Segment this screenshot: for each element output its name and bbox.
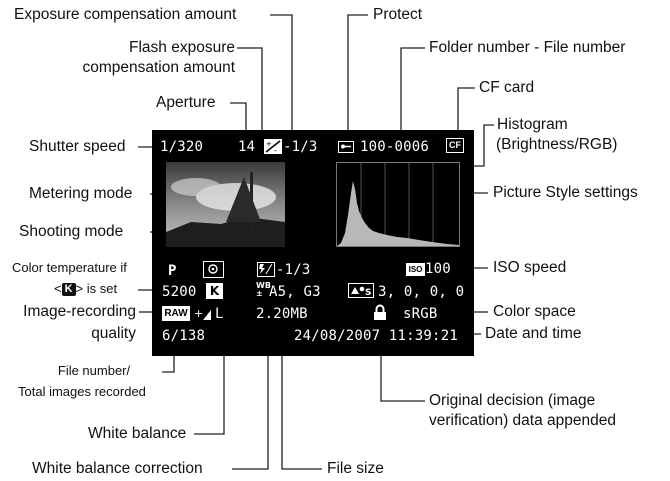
label-file-number-line1: File number/ (57, 363, 131, 378)
protect-key-icon (338, 141, 354, 153)
label-color-temp-line1: Color temperature if (12, 260, 127, 275)
raw-quality-icon: RAW (162, 306, 190, 321)
leader-aperture (230, 102, 247, 138)
label-image-quality-line1: Image-recording (23, 303, 136, 320)
aperture-value: 14 (238, 139, 256, 155)
label-folder-file: Folder number - File number (429, 39, 626, 56)
exposure-comp-value: -1/3 (283, 139, 318, 155)
cf-card-icon: CF (446, 138, 464, 153)
file-count-value: 6/138 (162, 328, 206, 344)
white-balance-k-icon: K (206, 283, 223, 299)
label-white-balance: White balance (88, 425, 187, 442)
leader-folder (400, 47, 425, 138)
svg-text:+: + (194, 307, 203, 320)
label-wb-correction: White balance correction (32, 460, 203, 477)
label-iso-speed: ISO speed (493, 259, 567, 276)
label-shooting-mode: Shooting mode (19, 223, 124, 240)
label-picture-style: Picture Style settings (493, 184, 638, 201)
label-flash-comp-line1: Flash exposure (129, 39, 235, 56)
leader-exposure-comp (270, 14, 293, 138)
picture-style-icon: S (348, 283, 374, 298)
label-file-size: File size (327, 460, 384, 477)
svg-text:+: + (266, 140, 272, 148)
label-original-decision-line2: verification) data appended (429, 412, 616, 429)
iso-value: 100 (425, 261, 451, 277)
label-flash-comp-line2: compensation amount (82, 59, 235, 76)
file-size-value: 2.20MB (256, 306, 308, 322)
camera-lcd-screen: 1/320 14 +- -1/3 100-0006 CF (152, 130, 474, 356)
color-temp-value: 5200 (162, 284, 197, 300)
shooting-mode-value: P (168, 263, 177, 279)
leader-file-size (281, 332, 322, 470)
wb-correction-value: A5, G3 (269, 284, 321, 300)
leader-cf (457, 87, 475, 135)
k-key-icon: K (61, 283, 76, 297)
label-protect: Protect (373, 6, 423, 23)
image-thumbnail (166, 162, 285, 247)
label-date-time: Date and time (485, 325, 582, 342)
date-time-value: 24/08/2007 11:39:21 (294, 328, 458, 344)
jpeg-quality-icon: + (194, 307, 214, 321)
histogram-graph (336, 162, 460, 247)
label-original-decision-line1: Original decision (image (429, 392, 596, 409)
label-histogram-line1: Histogram (497, 116, 568, 133)
label-color-temp-line2: <K> is set (54, 281, 118, 297)
picture-style-values: 3, 0, 0, 0 (378, 284, 465, 300)
label-aperture: Aperture (156, 94, 216, 111)
label-cf-card: CF card (479, 79, 535, 96)
label-histogram-line2: (Brightness/RGB) (496, 136, 618, 153)
shutter-speed-value: 1/320 (160, 139, 204, 155)
leader-protect (347, 14, 368, 138)
iso-icon: ISO (406, 263, 425, 276)
flash-comp-icon (257, 262, 275, 277)
label-exposure-comp: Exposure compensation amount (14, 6, 237, 23)
quality-size-value: L (215, 306, 224, 322)
label-metering-mode: Metering mode (29, 185, 133, 202)
original-decision-lock-icon (373, 304, 387, 321)
label-file-number-line2: Total images recorded (18, 384, 146, 399)
svg-text:S: S (365, 288, 371, 296)
label-image-quality-line2: quality (91, 325, 136, 342)
label-color-space: Color space (493, 303, 576, 320)
exposure-comp-icon: +- (264, 139, 282, 155)
wb-correction-icon: WB± (256, 281, 271, 298)
flash-comp-value: -1/3 (276, 262, 311, 278)
metering-mode-icon (203, 261, 224, 278)
label-shutter-speed: Shutter speed (29, 138, 126, 155)
svg-text:-: - (274, 146, 277, 154)
folder-file-number-value: 100-0006 (360, 139, 430, 155)
leader-wb-correction (232, 300, 269, 470)
color-space-value: sRGB (403, 306, 438, 322)
